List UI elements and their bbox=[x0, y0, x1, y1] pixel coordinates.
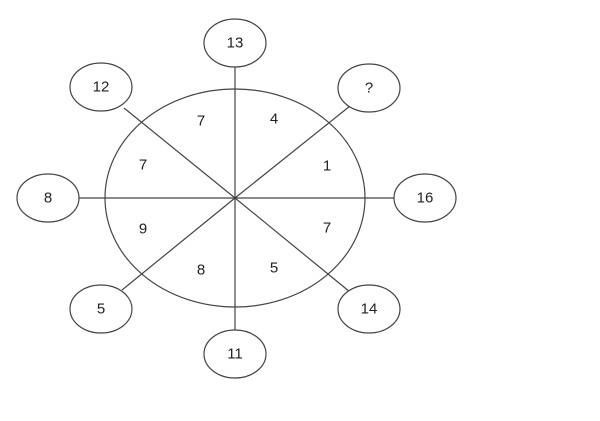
outer-number-right: 16 bbox=[417, 190, 434, 207]
outer-node-top-right: ? bbox=[337, 63, 401, 113]
outer-number-top-right: ? bbox=[365, 80, 373, 97]
outer-number-bottom-left: 5 bbox=[97, 301, 105, 318]
spoke-bottom-left bbox=[121, 197, 236, 291]
outer-number-bottom: 11 bbox=[227, 346, 243, 363]
inner-number-top-right-sector: 4 bbox=[270, 111, 278, 128]
outer-number-bottom-right: 14 bbox=[361, 301, 378, 318]
outer-number-left: 8 bbox=[44, 190, 52, 207]
spoke-top-left bbox=[123, 107, 236, 199]
inner-number-bottom-right-sector: 5 bbox=[270, 260, 278, 277]
outer-node-top: 13 bbox=[203, 18, 267, 68]
spoke-bottom-right bbox=[234, 197, 351, 293]
inner-number-left-lower-sector: 9 bbox=[139, 221, 147, 238]
inner-number-top-left-sector: 7 bbox=[197, 113, 205, 130]
outer-node-left: 8 bbox=[16, 173, 80, 223]
outer-node-top-left: 12 bbox=[69, 62, 133, 112]
outer-node-bottom-right: 14 bbox=[337, 284, 401, 334]
inner-number-bottom-left-sector: 8 bbox=[197, 262, 205, 279]
outer-number-top-left: 12 bbox=[93, 79, 110, 96]
outer-node-bottom-left: 5 bbox=[69, 284, 133, 334]
outer-number-top: 13 bbox=[227, 35, 244, 52]
inner-number-right-lower-sector: 7 bbox=[323, 220, 331, 237]
inner-number-right-upper-sector: 1 bbox=[323, 158, 331, 175]
outer-node-bottom: 11 bbox=[203, 329, 267, 379]
outer-node-right: 16 bbox=[393, 173, 457, 223]
inner-number-left-upper-sector: 7 bbox=[139, 157, 147, 174]
spoke-top-right bbox=[234, 105, 351, 199]
